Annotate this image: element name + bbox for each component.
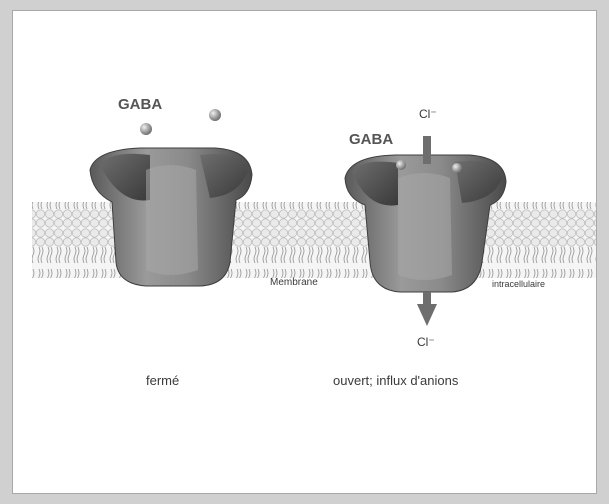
chloride-label-bottom: Cl⁻ <box>417 335 435 349</box>
gaba-molecule <box>140 123 152 135</box>
chloride-arrow-in <box>423 136 431 164</box>
gaba-label-left: GABA <box>118 96 162 113</box>
caption-open: ouvert; influx d'anions <box>333 373 459 388</box>
gaba-molecule-bound <box>396 160 406 170</box>
chloride-label-top: Cl⁻ <box>419 107 437 121</box>
intracellular-label: intracellulaire <box>492 279 545 289</box>
gaba-label-right: GABA <box>349 131 393 148</box>
gaba-molecule <box>209 109 221 121</box>
membrane-label: Membrane <box>270 277 318 288</box>
gaba-molecule-bound <box>452 163 462 173</box>
chloride-arrow-out <box>417 292 437 326</box>
caption-closed: fermé <box>146 373 179 388</box>
